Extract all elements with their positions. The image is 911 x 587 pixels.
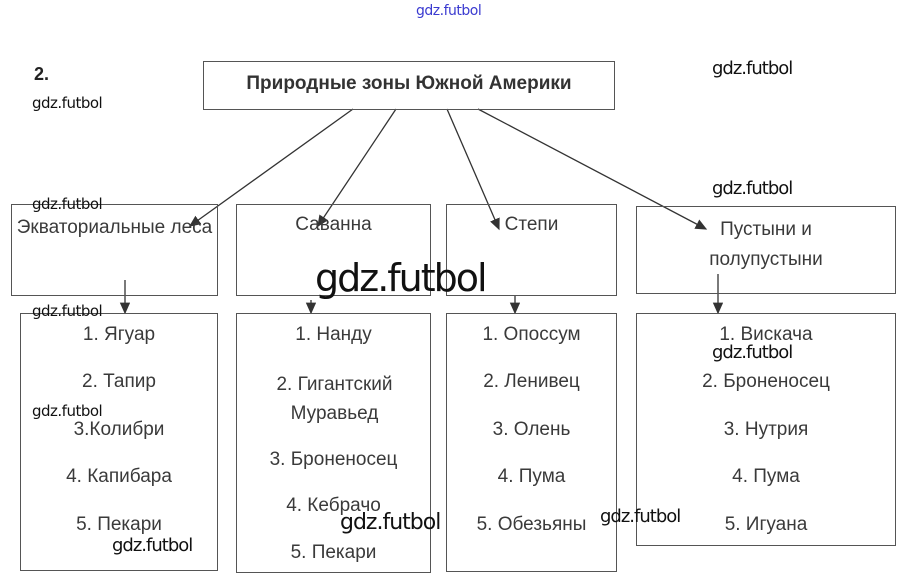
watermark: gdz.futbol: [340, 510, 441, 535]
arrow-to-zone-3: [446, 108, 500, 231]
animal-item: 5. Игуана: [724, 514, 808, 535]
animal-item: 1. Вискача: [719, 324, 813, 345]
animal-item: 3. Олень: [492, 419, 571, 440]
animals-box-4: 1. Вискача 2. Броненосец 3. Нутрия 4. Пу…: [636, 313, 896, 546]
animal-item: 3.Колибри: [73, 419, 165, 440]
zone-box-2: Саванна: [236, 204, 431, 296]
animal-item: 5. Пекари: [290, 542, 377, 563]
animals-box-2: 1. Нанду 2. Гигантский Муравьед 3. Броне…: [236, 313, 431, 573]
watermark: gdz.futbol: [32, 302, 103, 320]
watermark: gdz.futbol: [32, 402, 103, 420]
watermark: gdz.futbol: [416, 3, 482, 19]
animal-item: 1. Ягуар: [82, 324, 156, 345]
zone-name: Пустыни и полупустыни: [709, 219, 823, 270]
watermark: gdz.futbol: [712, 342, 793, 363]
watermark: gdz.futbol: [32, 94, 103, 112]
task-number: 2.: [34, 64, 50, 84]
animal-item: 3. Броненосец: [269, 449, 398, 470]
animal-item: 4. Кебрачо: [286, 495, 381, 516]
arrow-to-zone-2: [317, 108, 397, 228]
watermark: gdz.futbol: [712, 178, 793, 199]
animal-item: 2. Броненосец: [702, 371, 830, 392]
title-box: Природные зоны Южной Америки: [203, 61, 615, 110]
animal-item: 2. Тапир: [82, 371, 156, 392]
animals-box-1: 1. Ягуар 2. Тапир 3.Колибри 4. Капибара …: [20, 313, 218, 571]
animal-item: 2. Гигантский Муравьед: [276, 374, 393, 424]
animal-item: 5. Пекари: [76, 514, 162, 535]
animal-item: 4. Пума: [732, 466, 800, 487]
animal-item: 5. Обезьяны: [476, 514, 587, 535]
animal-item: 2. Ленивец: [483, 371, 580, 392]
zone-box-3: Степи: [446, 204, 617, 296]
zone-box-4: Пустыни и полупустыни: [636, 206, 896, 294]
arrow-to-zone-4: [477, 108, 708, 230]
watermark: gdz.futbol: [315, 256, 488, 300]
zone-box-1: Экваториальные леса: [11, 204, 218, 296]
watermark: gdz.futbol: [600, 506, 681, 527]
animal-item: 1. Нанду: [295, 324, 372, 345]
zone-name: Степи: [504, 214, 559, 235]
animal-item: 3. Нутрия: [723, 419, 809, 440]
zone-name: Саванна: [295, 214, 372, 235]
watermark: gdz.futbol: [112, 535, 193, 556]
watermark: gdz.futbol: [32, 195, 103, 213]
animal-item: 4. Капибара: [66, 466, 172, 487]
zone-name: Экваториальные леса: [16, 217, 213, 238]
watermark: gdz.futbol: [712, 58, 793, 79]
animal-item: 1. Опоссум: [482, 324, 581, 345]
animal-item: 4. Пума: [497, 466, 566, 487]
diagram-title: Природные зоны Южной Америки: [246, 73, 572, 94]
animals-box-3: 1. Опоссум 2. Ленивец 3. Олень 4. Пума 5…: [446, 313, 617, 572]
